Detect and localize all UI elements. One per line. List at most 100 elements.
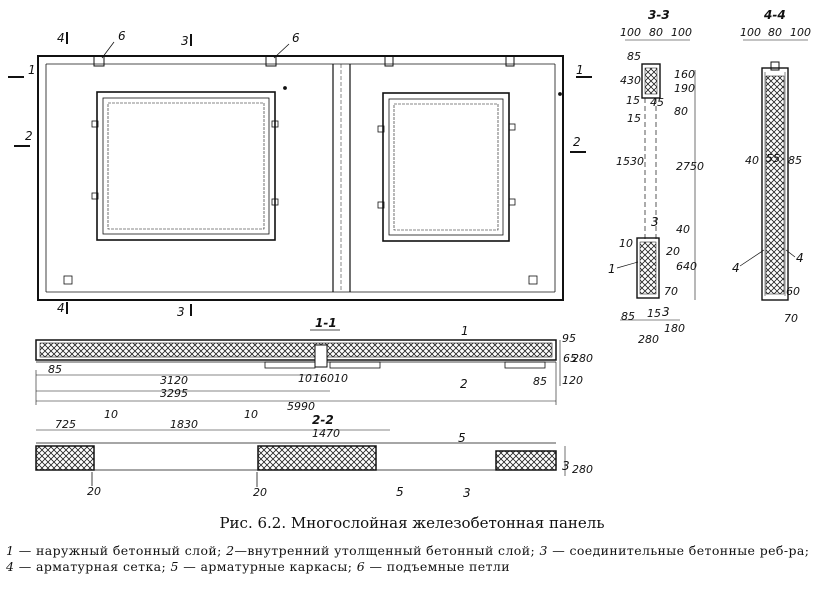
dim-1-1-10b: 10 [334,372,348,385]
dim-2-2-725: 725 [55,418,76,431]
label-1-1-layer2: 2 [460,377,468,391]
dim-1-1-5990: 5990 [287,400,315,413]
right-window [382,92,510,242]
dim-3-3-80: 80 [649,26,663,39]
dim-4-4-60: 60 [786,285,800,298]
section-2-2-title: 2-2 [312,413,334,427]
legend-num-6: 6 [356,559,366,574]
dim-3-3-15a: 15 [626,94,640,107]
dim-3-3-640: 640 [676,260,697,273]
label-3-3-rib-bottom: 3 [662,305,670,319]
cut-label-2-right: 2 [573,135,581,149]
dim-3-3-85b: 85 [621,310,635,323]
dim-2-2-1470: 1470 [312,427,340,440]
dim-3-3-15c: 15 [647,307,661,320]
dim-1-1-3120: 3120 [160,374,188,387]
cut-label-3-bottom: 3 [177,305,185,319]
dim-2-2-10a: 10 [104,408,118,421]
legend-text-4: — арматурная сетка; [18,559,167,574]
dim-3-3-1530: 1530 [616,155,644,168]
legend-num-2: 2 [226,543,235,558]
dim-3-3-190: 190 [674,82,695,95]
loop-left [93,56,105,67]
dim-3-3-40: 40 [676,223,690,236]
panel-elevation [37,55,564,301]
loop-right [265,56,277,67]
dim-4-4-100b: 100 [790,26,811,39]
dim-2-2-20b: 20 [253,486,267,499]
legend-num-4: 4 [6,559,15,574]
loop-label-right: 6 [292,31,300,45]
dim-3-3-280: 280 [638,333,659,346]
dim-1-1-10a: 10 [298,372,312,385]
label-2-2-frame: 5 [396,485,404,499]
dim-1-1-65: 65 [563,352,577,365]
dim-3-3-100a: 100 [620,26,641,39]
dim-1-1-120: 120 [562,374,583,387]
dim-3-3-180: 180 [664,322,685,335]
cut-label-1-right: 1 [576,63,584,77]
cut-label-2-left: 2 [25,129,33,143]
elevation-cut-marks [8,32,592,316]
dim-2-2-20a: 20 [87,485,101,498]
legend-text-1: — наружный бетонный слой; [18,543,222,558]
legend-text-3: — соединительные бетонные реб-ра; [552,543,810,558]
section-1-1 [35,339,557,369]
cut-label-4-bottom: 4 [57,301,65,315]
legend-num-3: 3 [539,543,548,558]
label-2-2-rib: 3 [562,459,570,473]
cut-label-3-top: 3 [181,34,189,48]
figure-caption: Рис. 6.2. Многослойная железобетонная па… [219,514,605,532]
legend-num-5: 5 [170,559,179,574]
dim-3-3-45: 45 [650,96,664,109]
dim-4-4-85: 85 [788,154,802,167]
dim-1-1-85b: 85 [533,375,547,388]
label-3-3-rib-top: 3 [651,215,659,229]
dim-3-3-15b: 15 [627,112,641,125]
section-4-4 [743,39,808,301]
figure-legend: 1 — наружный бетонный слой; 2—внутренний… [6,543,818,575]
dim-3-3-70: 70 [664,285,678,298]
dim-3-3-2750: 2750 [676,160,704,173]
label-3-3-layer1: 1 [608,262,616,276]
dim-1-1-95: 95 [562,332,576,345]
dim-3-3-100b: 100 [671,26,692,39]
loop-label-left: 6 [118,29,126,43]
dim-4-4-80: 80 [768,26,782,39]
dim-2-2-10b: 10 [244,408,258,421]
dim-1-1-85: 85 [48,363,62,376]
dim-3-3-85: 85 [627,50,641,63]
dim-3-3-20: 20 [666,245,680,258]
section-3-3 [620,39,696,321]
dim-4-4-100a: 100 [740,26,761,39]
dim-1-1-280: 280 [572,352,593,365]
dim-3-3-10: 10 [619,237,633,250]
legend-text-5: — арматурные каркасы; [183,559,353,574]
cut-label-4-top: 4 [57,31,65,45]
dim-4-4-40: 40 [745,154,759,167]
legend-text-6: — подъемные петли [369,559,510,574]
dim-1-1-160: 160 [313,372,334,385]
dim-4-4-55: 55 [766,152,780,165]
label-4-4-mesh-left: 4 [732,261,740,275]
cut-label-1-left: 1 [28,63,36,77]
legend-text-2: —внутренний утолщенный бетонный слой; [234,543,536,558]
label-2-2-frame-b: 5 [458,431,466,445]
dim-1-1-3295: 3295 [160,387,188,400]
dim-2-2-280: 280 [572,463,593,476]
legend-num-1: 1 [6,543,15,558]
dim-3-3-80b: 80 [674,105,688,118]
dim-3-3-160: 160 [674,68,695,81]
section-4-4-title: 4-4 [763,8,786,22]
left-window [96,91,276,241]
dim-2-2-1830: 1830 [170,418,198,431]
section-1-1-title: 1-1 [315,316,337,330]
section-2-2 [35,442,557,471]
dim-3-3-430: 430 [620,74,641,87]
label-1-1-layer1: 1 [461,324,469,338]
label-4-4-mesh-right: 4 [796,251,804,265]
label-2-2-rib-b: 3 [463,486,471,500]
panel-outline [37,55,564,301]
section-3-3-title: 3-3 [648,8,670,22]
